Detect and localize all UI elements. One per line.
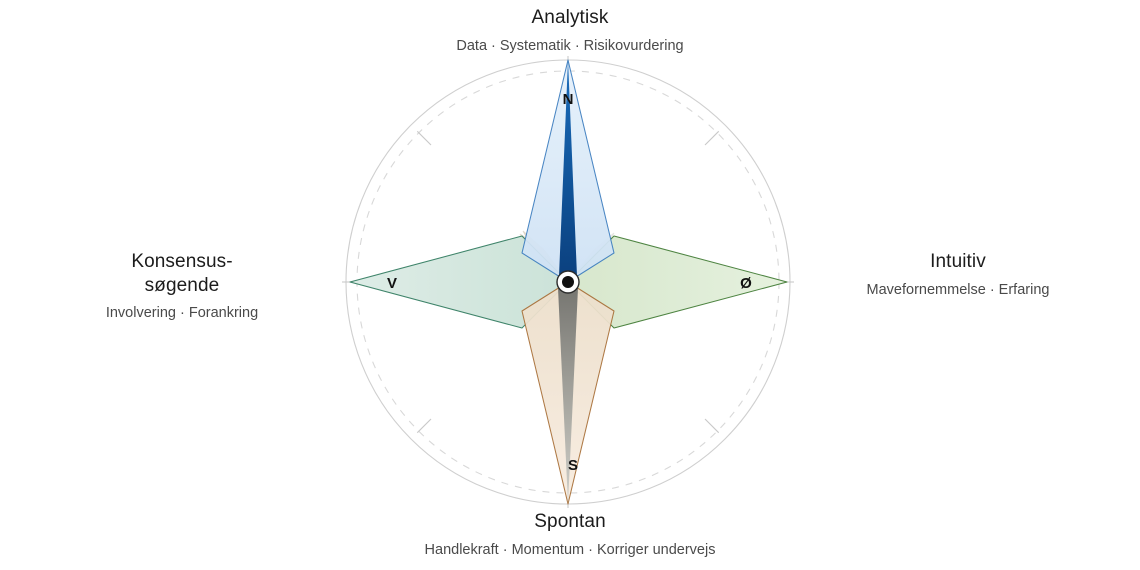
axis-title-north: Analytisk bbox=[531, 7, 609, 28]
rose-letter-south: S bbox=[568, 457, 578, 474]
axis-label-west: Konsensus- søgende Involvering · Forankr… bbox=[46, 250, 318, 323]
axis-subtitle-north: Data · Systematik · Risikovurdering bbox=[456, 38, 684, 55]
axis-label-north: Analytisk Data · Systematik · Risikovurd… bbox=[378, 6, 762, 56]
axis-subtitle-east: Mavefornemmelse · Erfaring bbox=[866, 282, 1050, 299]
diagonal-ticks bbox=[416, 130, 720, 434]
axis-subtitle-south: Handlekraft · Momentum · Korriger underv… bbox=[424, 542, 716, 559]
compass-hub bbox=[556, 270, 580, 294]
needle-north bbox=[559, 60, 577, 284]
needle-south bbox=[558, 282, 578, 504]
tick-sw bbox=[416, 418, 432, 434]
tick-nw bbox=[416, 130, 432, 146]
axis-subtitle-west: Involvering · Forankring bbox=[105, 305, 259, 322]
hub-center-dot bbox=[562, 276, 574, 288]
axis-label-east: Intuitiv Mavefornemmelse · Erfaring bbox=[822, 250, 1094, 300]
axis-title-east: Intuitiv bbox=[930, 251, 986, 272]
tick-ne bbox=[704, 130, 720, 146]
rose-letters: N Ø S V bbox=[387, 91, 752, 474]
cardinal-petals bbox=[349, 59, 788, 505]
axis-title-south: Spontan bbox=[534, 511, 606, 532]
rose-letter-north: N bbox=[563, 91, 574, 108]
rose-letter-west: V bbox=[387, 275, 397, 292]
axis-title-west: Konsensus- søgende bbox=[131, 251, 233, 296]
axis-label-south: Spontan Handlekraft · Momentum · Korrige… bbox=[378, 510, 762, 560]
tick-se bbox=[704, 418, 720, 434]
rose-letter-east: Ø bbox=[740, 275, 752, 292]
